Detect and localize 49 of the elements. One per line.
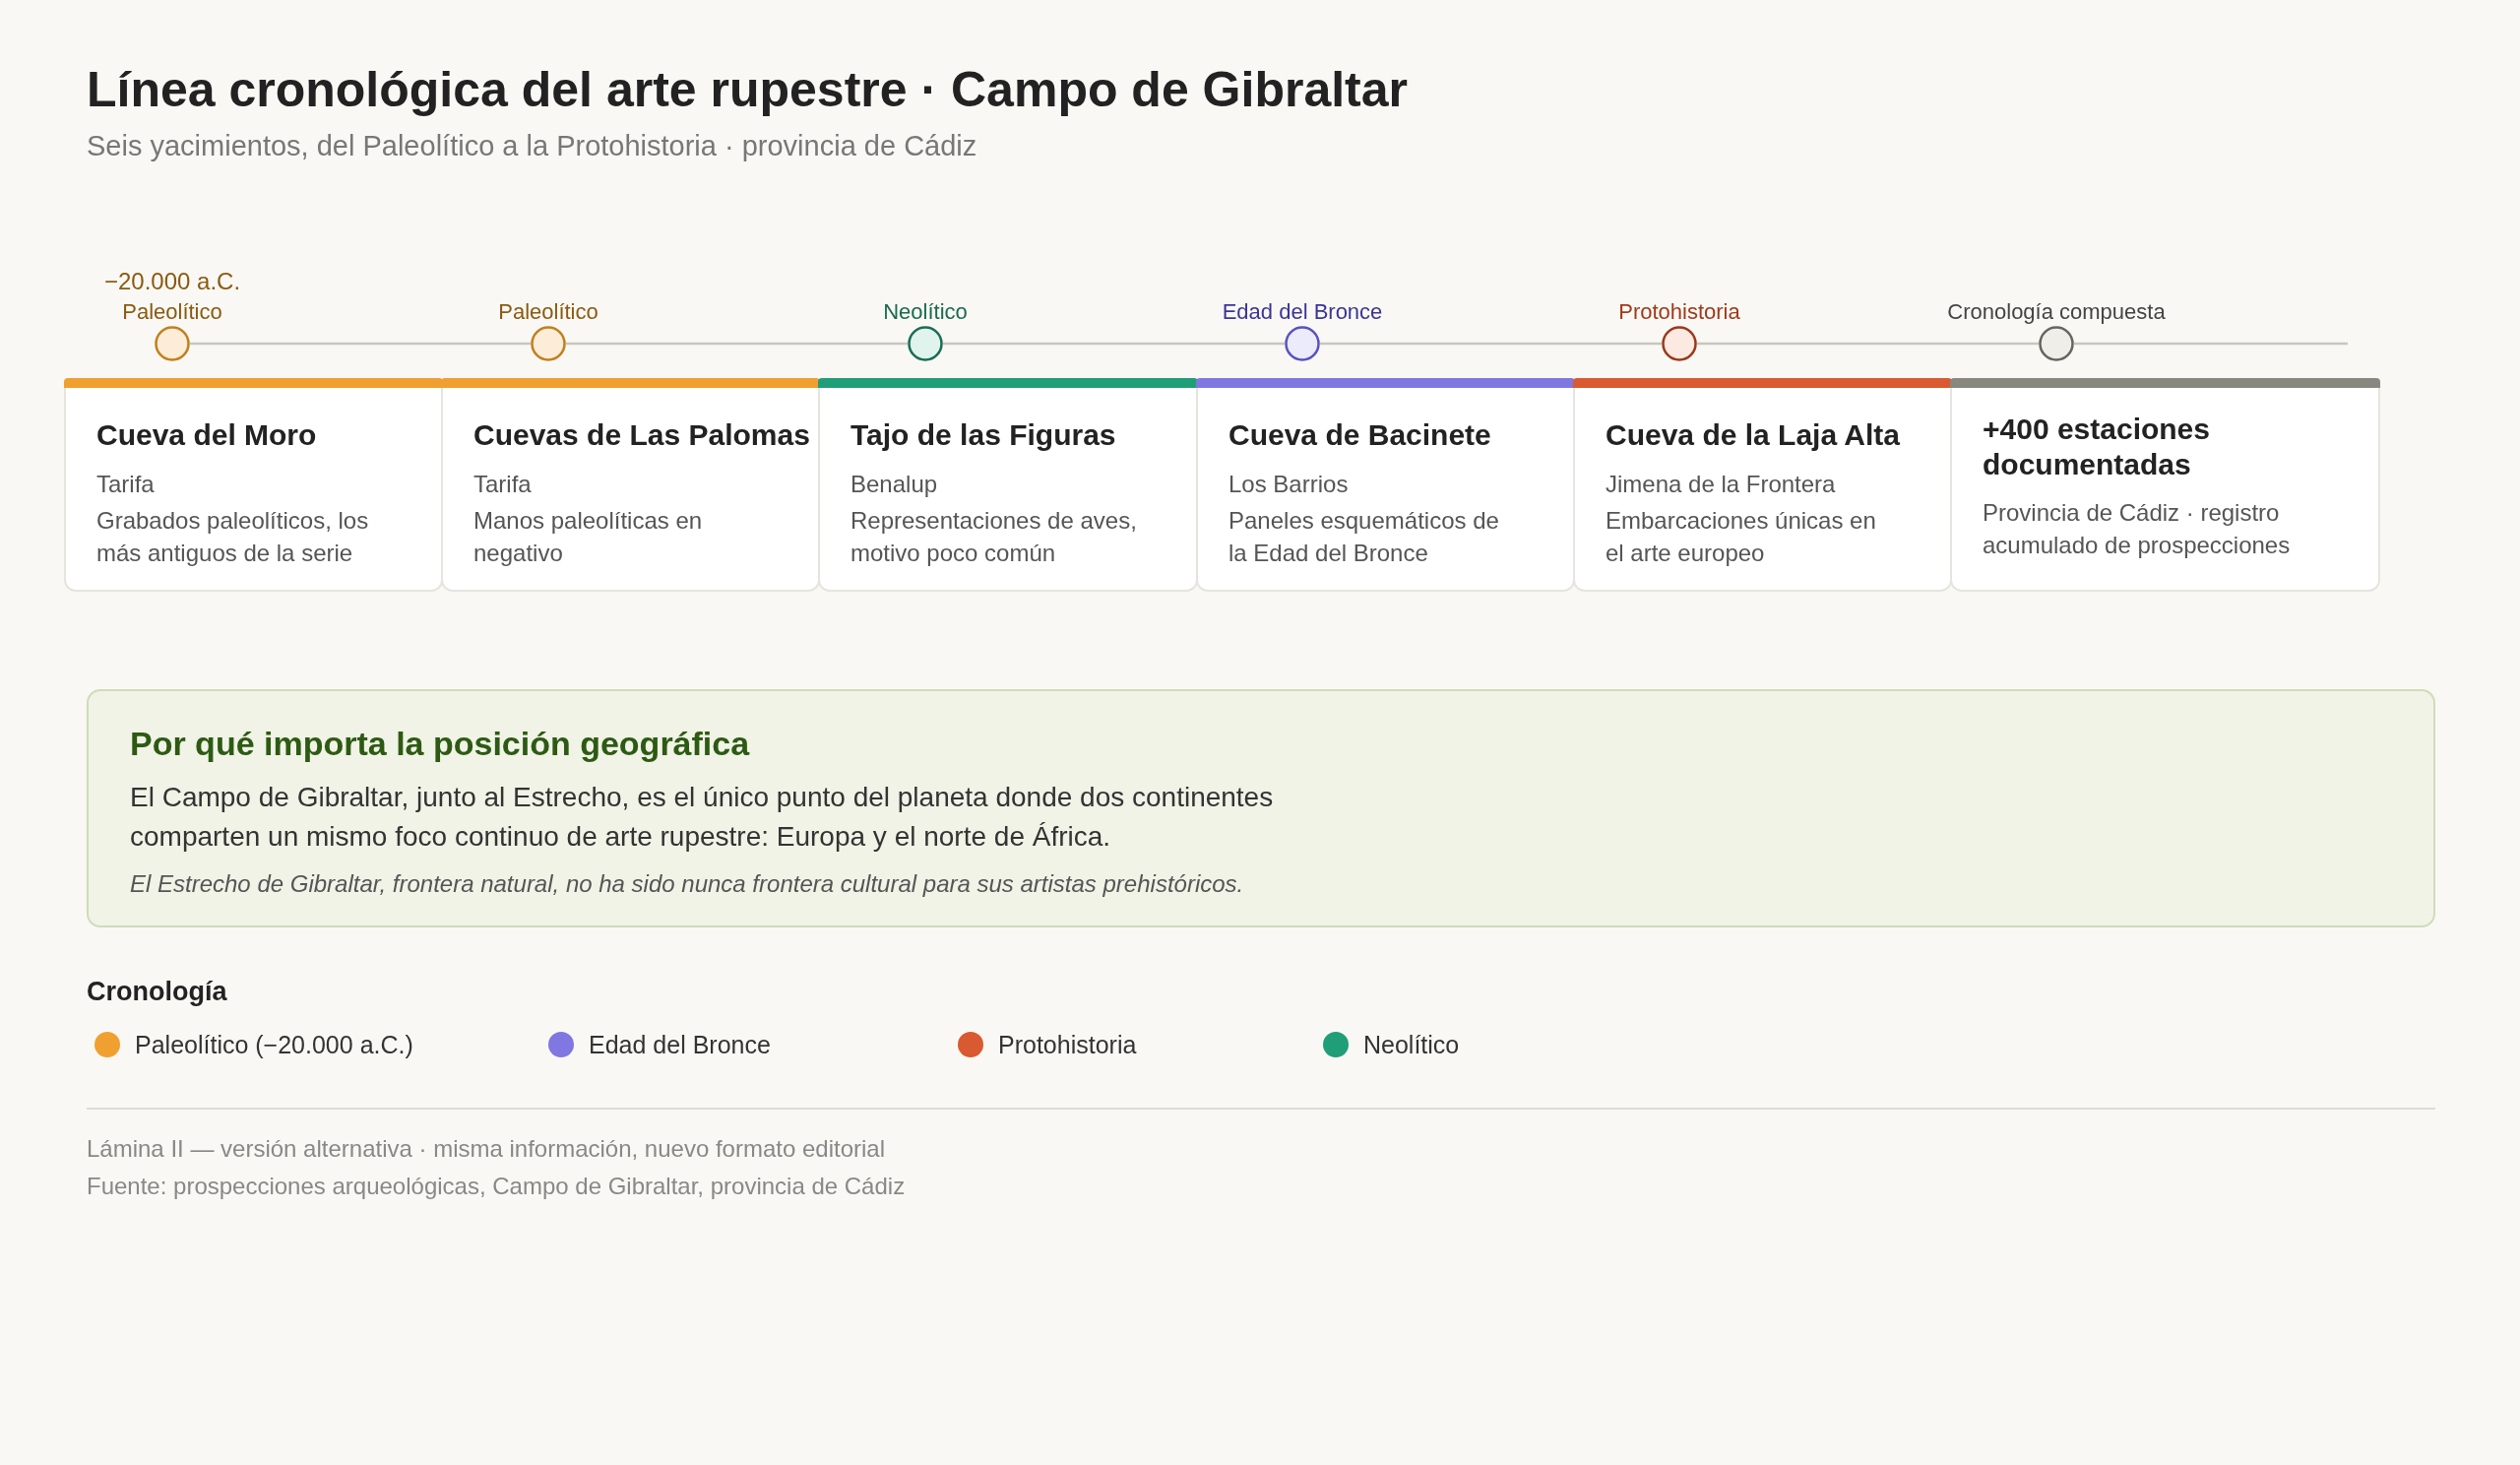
site-name: Cueva de Bacinete [1228, 417, 1492, 453]
date-label: −20.000 a.C. [103, 268, 241, 295]
site-description: Embarcaciones únicas en el arte europeo [1606, 506, 1877, 568]
era-label: Paleolítico [122, 299, 222, 325]
timeline-line [2074, 342, 2348, 346]
site-location: Benalup [850, 471, 939, 498]
site-location: Tarifa [473, 471, 533, 498]
era-label: Cronología compuesta [1947, 299, 2166, 325]
timeline-line [190, 342, 531, 346]
legend-heading: Cronología [87, 977, 227, 1007]
site-name: Cueva del Moro [96, 417, 318, 453]
site-name: Cuevas de Las Palomas [473, 417, 811, 453]
site-name: Cueva de la Laja Alta [1606, 417, 1901, 453]
title: Línea cronológica del arte rupestre · Campo de Gibraltar [87, 61, 1408, 118]
site-location: Los Barrios [1228, 471, 1350, 498]
info-panel [87, 689, 2435, 927]
timeline-marker [2039, 326, 2074, 361]
timeline-marker [155, 326, 190, 361]
timeline-line [566, 342, 908, 346]
era-label: Neolítico [883, 299, 968, 325]
panel-note: El Estrecho de Gibraltar, frontera natural, no ha sido nunca frontera cultural para sus artistas prehistóricos. [130, 870, 1244, 898]
era-label: Protohistoria [1618, 299, 1740, 325]
site-location: Jimena de la Frontera [1606, 471, 1837, 498]
timeline-line [1320, 342, 1662, 346]
timeline-marker [1662, 326, 1697, 361]
era-label: Paleolítico [498, 299, 598, 325]
site-description: Representaciones de aves, motivo poco común [850, 506, 1138, 568]
legend-label: Edad del Bronce [589, 1031, 771, 1059]
legend-label: Neolítico [1363, 1031, 1460, 1059]
era-label: Edad del Bronce [1222, 299, 1383, 325]
site-description: Grabados paleolíticos, los más antiguos de la serie [96, 506, 370, 568]
site-location: Tarifa [96, 471, 156, 498]
panel-text: El Campo de Gibraltar, junto al Estrecho, es el único punto del planeta donde dos continentes comparten un mismo foco continuo de arte rupestre: Europa y el norte de África. [130, 781, 1275, 854]
timeline-line [943, 342, 1285, 346]
legend-label: Paleolítico (−20.000 a.C.) [135, 1031, 413, 1059]
panel-heading: Por qué importa la posición geográfica [130, 725, 750, 763]
subtitle: Seis yacimientos, del Paleolítico a la Protohistoria · provincia de Cádiz [87, 130, 977, 162]
timeline-marker [908, 326, 943, 361]
site-description: Manos paleolíticas en negativo [473, 506, 704, 568]
site-name: Tajo de las Figuras [850, 417, 1117, 453]
timeline-marker [1285, 326, 1320, 361]
footer-note: Lámina II — versión alternativa · misma información, nuevo formato editorial [87, 1135, 885, 1163]
site-description: Provincia de Cádiz · registro acumulado de prospecciones [1983, 498, 2292, 560]
legend-label: Protohistoria [998, 1031, 1137, 1059]
site-description: Paneles esquemáticos de la Edad del Bronce [1228, 506, 1500, 568]
source-note: Fuente: prospecciones arqueológicas, Campo de Gibraltar, provincia de Cádiz [87, 1173, 906, 1200]
timeline-line [1697, 342, 2039, 346]
timeline-marker [531, 326, 566, 361]
site-name: +400 estaciones documentadas [1983, 412, 2211, 482]
